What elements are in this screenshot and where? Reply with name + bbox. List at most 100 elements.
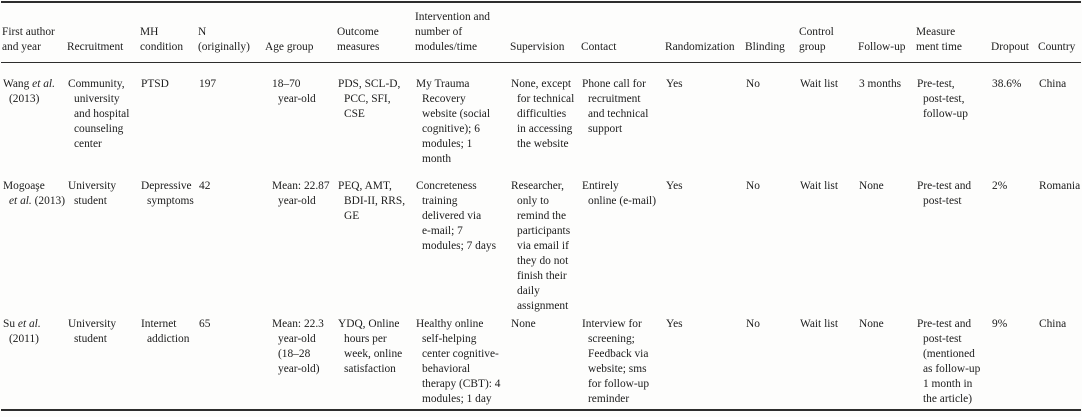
cell-first_author: Wang et al. (2013) [1, 62, 66, 167]
author-text: Su [3, 317, 18, 330]
study-row: Mogoaşe et al. (2013)University student D… [1, 167, 1081, 314]
header-line: Dropout [991, 40, 1029, 53]
cell-randomization: Yes [666, 317, 683, 330]
cell-blinding: No [746, 77, 760, 90]
cell-contact: Phone call for recruitment and technical… [582, 77, 649, 135]
cell-first_author: Su et al. (2011) [1, 314, 66, 410]
header-line: group [799, 40, 826, 53]
cell-country: Romania [1039, 179, 1081, 192]
header-recruitment: Recruitment [66, 2, 139, 63]
cell-randomization: Yes [666, 77, 683, 90]
cell-intervention: Concreteness training delivered via e-ma… [416, 179, 497, 252]
cell-n_originally: 197 [199, 77, 217, 90]
cell-country: China [1039, 317, 1067, 330]
cell-n_originally: 42 [199, 179, 211, 192]
study-row: Wang et al. (2013)Community, university … [1, 62, 1081, 167]
header-line: Recruitment [67, 40, 124, 53]
header-blinding: Blinding [744, 2, 798, 63]
cell-age_group: Mean: 22.3 year-old (18–28 year-old) [272, 317, 324, 375]
cell-follow_up: 3 months [859, 77, 902, 90]
table-header: First author and year Recruitment MH conditi… [1, 2, 1081, 63]
cell-outcome_measures: PDS, SCL-D, PCC, SFI, CSE [338, 77, 401, 120]
cell-country: China [1039, 77, 1067, 90]
cell-control_group: Wait list [800, 77, 838, 90]
cell-n_originally: 65 [199, 317, 211, 330]
cell-measurement_time: Pre-test, post-test, follow-up [917, 77, 968, 120]
author-etal-italic: et al. [9, 194, 32, 207]
cell-mh_condition: PTSD [141, 77, 169, 90]
header-randomization: Randomization [664, 2, 744, 63]
header-age_group: Age group [264, 2, 336, 63]
header-line: modules/time [415, 40, 478, 53]
cell-measurement_time: Pre-test and post-test [917, 179, 972, 207]
header-line: Intervention and [415, 10, 490, 23]
cell-intervention: Healthy online self-helping center cogni… [416, 317, 501, 405]
header-line: Randomization [665, 40, 735, 53]
author-etal-italic: et al. [17, 317, 41, 330]
header-line: Age group [265, 40, 314, 53]
cell-follow_up: None [859, 317, 884, 330]
cell-supervision: Researcher, only to remind the participa… [511, 179, 571, 312]
header-line: number of [415, 25, 463, 38]
cell-control_group: Wait list [800, 317, 838, 330]
cell-mh_condition: Depressive symptoms [141, 179, 194, 207]
header-mh_condition: MH condition [139, 2, 197, 63]
author-text: (2013) [31, 194, 65, 207]
header-line: Outcome [337, 25, 379, 38]
header-dropout: Dropout [990, 2, 1037, 63]
cell-supervision: None, except for technical difficulties … [511, 77, 575, 150]
header-line: Supervision [510, 40, 565, 53]
header-intervention: Intervention and number of modules/time [414, 2, 509, 63]
header-row: First author and year Recruitment MH conditi… [1, 2, 1081, 63]
header-contact: Contact [580, 2, 664, 63]
cell-control_group: Wait list [800, 179, 838, 192]
cell-supervision: None [511, 317, 536, 330]
header-line: Country [1038, 40, 1076, 53]
cell-measurement_time: Pre-test and post-test (mentioned as fol… [917, 317, 981, 405]
header-line: measures [337, 40, 380, 53]
cell-dropout: 38.6% [992, 77, 1022, 90]
header-line: ment time [916, 40, 962, 53]
cell-blinding: No [746, 317, 760, 330]
cell-outcome_measures: YDQ, Online hours per week, online satis… [338, 317, 403, 375]
cell-dropout: 2% [992, 179, 1008, 192]
header-supervision: Supervision [509, 2, 580, 63]
cell-blinding: No [746, 179, 760, 192]
cell-first_author: Mogoaşe et al. (2013) [1, 167, 66, 314]
cell-contact: Interview for screening; Feedback via we… [582, 317, 650, 405]
header-line: and year [2, 40, 41, 53]
header-line: Follow-up [858, 40, 906, 53]
header-n_originally: N (originally) [197, 2, 264, 63]
author-etal-italic: et al. [32, 77, 55, 90]
header-follow_up: Follow-up [857, 2, 915, 63]
header-line: (originally) [198, 40, 250, 53]
cell-contact: Entirely online (e-mail) [582, 179, 656, 207]
cell-recruitment: Community, university and hospital couns… [68, 77, 130, 150]
cell-recruitment: University student [68, 179, 117, 207]
header-line: N [198, 25, 207, 38]
author-text: (2011) [9, 332, 39, 345]
cell-age_group: Mean: 22.87 year-old [272, 179, 330, 207]
header-outcome_measures: Outcome measures [336, 2, 414, 63]
cell-outcome_measures: PEQ, AMT, BDI-II, RRS, GE [338, 179, 406, 222]
header-first_author: First author and year [1, 2, 66, 63]
cell-mh_condition: Internet addiction [141, 317, 190, 345]
header-line: Contact [581, 40, 617, 53]
header-line: Blinding [745, 40, 785, 53]
cell-recruitment: University student [68, 317, 117, 345]
cell-follow_up: None [859, 179, 884, 192]
header-line: Control [799, 25, 834, 38]
header-line: MH [140, 25, 159, 38]
header-control_group: Control group [798, 2, 857, 63]
header-line: First author [2, 25, 55, 38]
cell-intervention: My Trauma Recovery website (social cogni… [416, 77, 491, 165]
author-text: (2013) [9, 92, 40, 105]
header-line: condition [140, 40, 184, 53]
author-text: Mogoaşe [3, 179, 45, 192]
cell-dropout: 9% [992, 317, 1008, 330]
table-body: Wang et al. (2013)Community, university … [1, 62, 1081, 410]
